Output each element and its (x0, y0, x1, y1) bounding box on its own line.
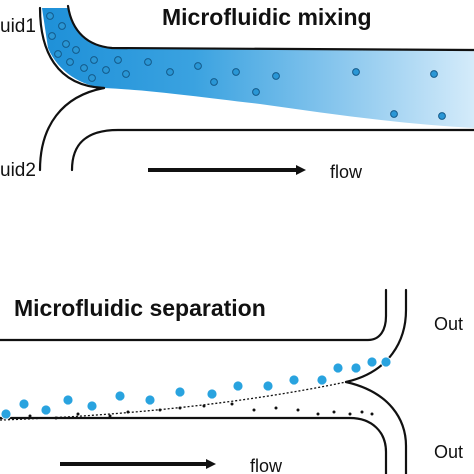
separation-title: Microfluidic separation (14, 295, 266, 321)
particle (158, 408, 162, 412)
particle (46, 12, 54, 20)
outlet-top-label: Out (434, 314, 463, 334)
particle (272, 72, 280, 80)
particle (202, 404, 206, 408)
separation-panel: Microfluidic separation (0, 288, 463, 474)
outlet-bottom-label: Out (434, 442, 463, 462)
particle (380, 356, 392, 368)
particle (288, 374, 300, 386)
particle (62, 40, 70, 48)
particle (166, 68, 174, 76)
particle (66, 58, 74, 66)
particle (114, 56, 122, 64)
mixing-channel-top-wall (66, 4, 474, 52)
particle (102, 66, 110, 74)
lower-outlet-wall (344, 380, 408, 474)
particle (90, 56, 98, 64)
particle (126, 410, 130, 414)
particle (108, 414, 112, 418)
mixing-title: Microfluidic mixing (162, 4, 372, 30)
particle (316, 374, 328, 386)
particle (114, 390, 126, 402)
particle (252, 408, 256, 412)
separation-channel-top-wall (0, 288, 388, 342)
particle (366, 356, 378, 368)
particle (390, 110, 398, 118)
particle (76, 412, 80, 416)
particle (122, 70, 130, 78)
particle (206, 388, 218, 400)
particle (0, 408, 12, 420)
particle (316, 412, 320, 416)
separation-flow-label: flow (250, 456, 283, 474)
inlet1-outer-wall (38, 6, 106, 90)
particle (230, 402, 234, 406)
particle (332, 362, 344, 374)
mixing-particles (46, 12, 446, 120)
particle (262, 380, 274, 392)
particle (62, 394, 74, 406)
particle (194, 62, 202, 70)
separation-trajectory (0, 381, 347, 421)
particle (54, 416, 58, 420)
particle (370, 412, 374, 416)
mixing-channel-bottom-wall (70, 128, 474, 172)
particle (144, 394, 156, 406)
particle (178, 406, 182, 410)
particle (28, 414, 32, 418)
particle (48, 32, 56, 40)
particle (232, 68, 240, 76)
particle (40, 404, 52, 416)
particle (360, 410, 364, 414)
particle (210, 78, 218, 86)
particle (54, 50, 62, 58)
small-particles (28, 402, 374, 420)
inlet2-inner-wall (38, 86, 106, 172)
separation-channel-bottom-wall (0, 416, 388, 474)
large-particles (0, 356, 392, 420)
mixing-fluid-region (42, 8, 474, 128)
particle (332, 410, 336, 414)
particle (80, 64, 88, 72)
particle (86, 400, 98, 412)
inlet1-label: uid1 (0, 16, 36, 37)
particle (72, 46, 80, 54)
upper-outlet-wall (344, 288, 408, 384)
particle (144, 58, 152, 66)
particle (18, 398, 30, 410)
particle (252, 88, 260, 96)
mixing-panel: Microfluidic mixing uid1 uid2 flow (0, 4, 474, 182)
particle (430, 70, 438, 78)
particle (438, 112, 446, 120)
particle (350, 362, 362, 374)
inlet2-label: uid2 (0, 160, 36, 181)
particle (296, 408, 300, 412)
particle (88, 74, 96, 82)
particle (232, 380, 244, 392)
particle (58, 22, 66, 30)
particle (352, 68, 360, 76)
particle (274, 406, 278, 410)
particle (174, 386, 186, 398)
particle (348, 412, 352, 416)
mixing-flow-label: flow (330, 162, 363, 182)
